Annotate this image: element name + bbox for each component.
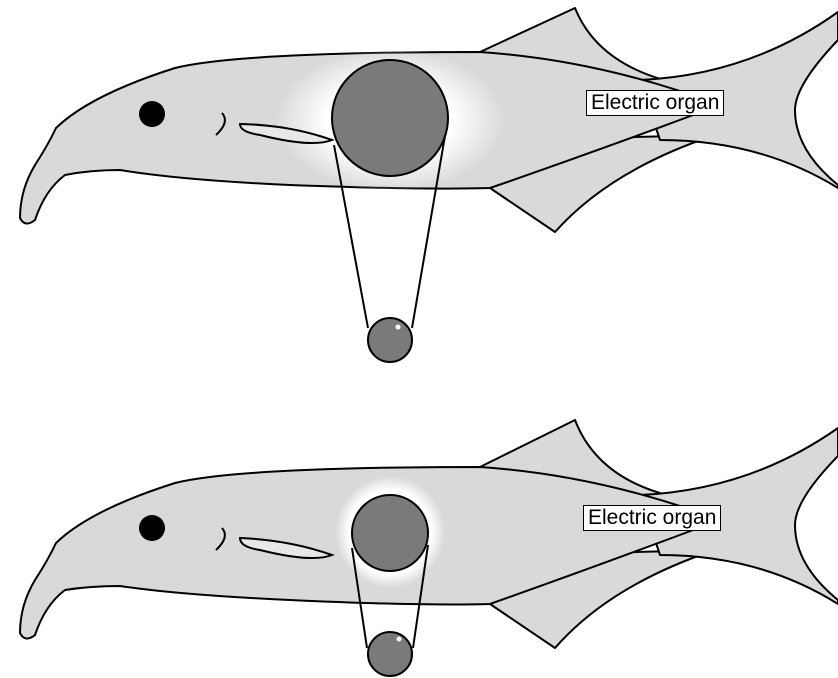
sphere-highlight	[396, 325, 401, 330]
large-sphere	[352, 495, 428, 571]
small-sphere	[368, 318, 412, 362]
large-sphere	[332, 60, 448, 176]
sphere-highlight	[397, 637, 402, 642]
electric-organ-label: Electric organ	[586, 90, 724, 116]
eye	[139, 101, 165, 127]
electric-organ-label: Electric organ	[583, 505, 721, 531]
eye	[139, 515, 165, 541]
fish-top	[20, 8, 838, 362]
fish-bottom	[20, 420, 838, 676]
small-sphere	[368, 632, 412, 676]
